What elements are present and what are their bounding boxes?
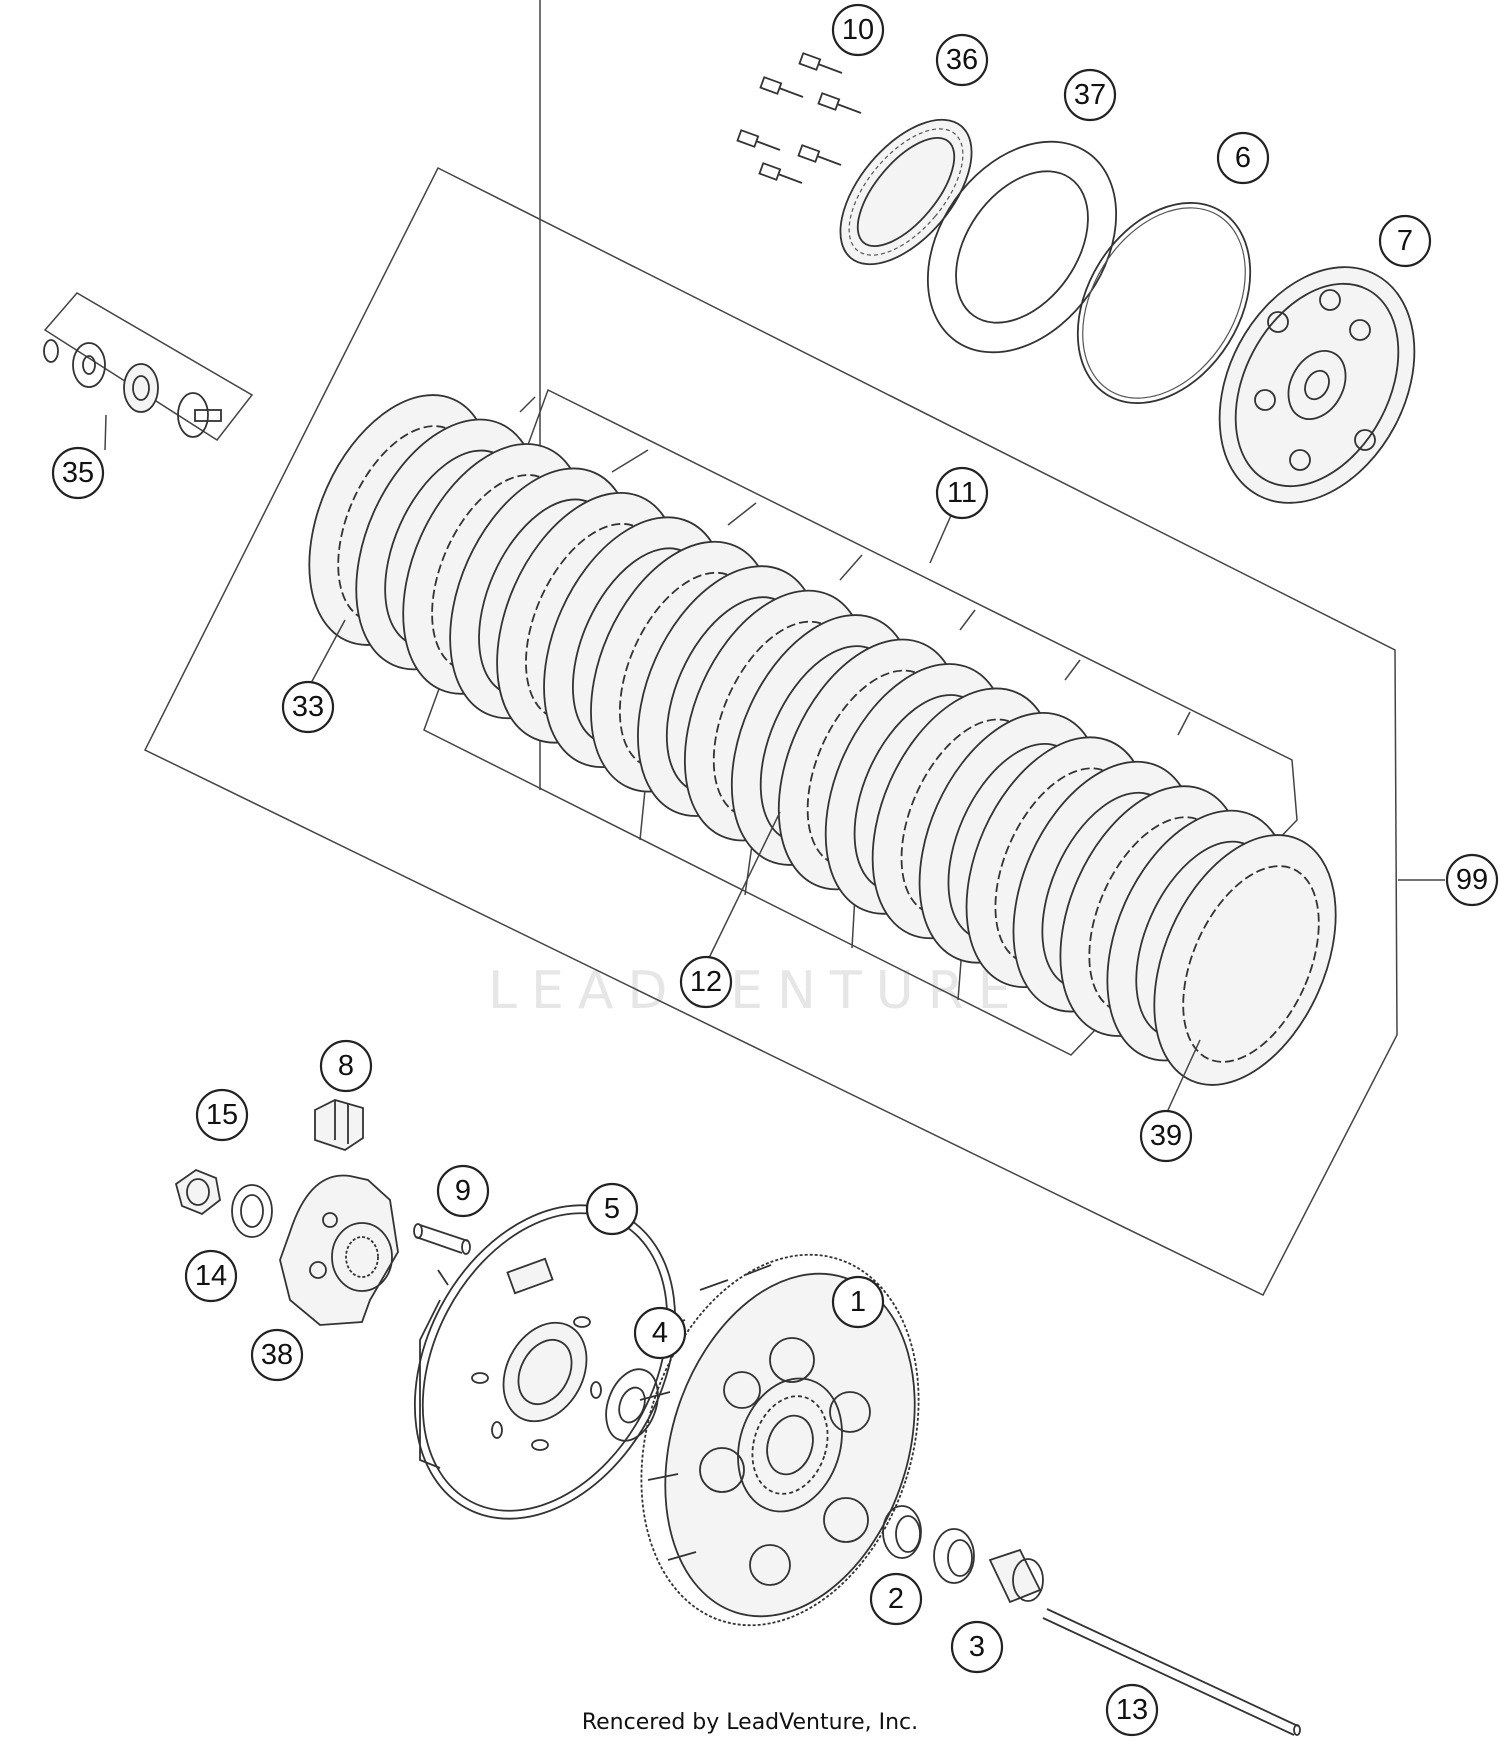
kit-35-parts: [43, 339, 222, 438]
svg-text:4: 4: [652, 1317, 668, 1349]
bushing-2: [882, 1505, 975, 1584]
callout-10: 10: [831, 3, 885, 57]
svg-text:33: 33: [292, 691, 324, 723]
callout-5: 5: [585, 1182, 639, 1236]
credit-line: Rencered by LeadVenture, Inc.: [581, 1710, 919, 1735]
callout-2: 2: [869, 1572, 923, 1626]
sleeve-3: [988, 1548, 1044, 1604]
svg-text:7: 7: [1397, 225, 1413, 257]
callout-99: 99: [1445, 853, 1499, 907]
bolts-10: [736, 52, 862, 184]
callout-13: 13: [1105, 1683, 1159, 1737]
svg-text:35: 35: [62, 457, 94, 489]
clutch-plates-stack: [308, 394, 1337, 1086]
svg-text:99: 99: [1456, 864, 1488, 896]
svg-text:11: 11: [947, 477, 977, 509]
washer-4: [605, 1368, 659, 1442]
pressure-plate-7: [1218, 266, 1416, 504]
pin-9: [413, 1223, 471, 1255]
clutch-plate-inner: [1182, 865, 1320, 1063]
leader-lines: [104, 414, 1445, 1111]
callout-11: 11: [935, 466, 989, 520]
inner-hub-5: [413, 1204, 677, 1520]
callout-35: 35: [51, 446, 105, 500]
thrust-bearing-36: [839, 118, 973, 266]
clutch-basket-1: [639, 1253, 920, 1627]
svg-text:1: 1: [850, 1286, 866, 1318]
callout-9: 9: [436, 1164, 490, 1218]
callout-7: 7: [1378, 214, 1432, 268]
callout-39: 39: [1139, 1109, 1193, 1163]
svg-text:8: 8: [338, 1050, 354, 1082]
ring-14: [231, 1184, 273, 1238]
svg-text:6: 6: [1235, 142, 1251, 174]
part-8-damper: [314, 1099, 364, 1151]
svg-text:2: 2: [888, 1583, 904, 1615]
ring-6: [1076, 202, 1252, 404]
callout-37: 37: [1063, 68, 1117, 122]
svg-text:36: 36: [946, 44, 978, 76]
part-38-carrier: [279, 1174, 399, 1326]
callout-36: 36: [935, 33, 989, 87]
callout-15: 15: [195, 1088, 249, 1142]
callout-12: 12: [679, 955, 733, 1009]
callout-14: 14: [184, 1249, 238, 1303]
svg-text:39: 39: [1150, 1120, 1182, 1152]
callout-6: 6: [1216, 131, 1270, 185]
svg-text:13: 13: [1116, 1694, 1148, 1726]
callout-8: 8: [319, 1039, 373, 1093]
push-rod-13: [1042, 1608, 1301, 1736]
svg-text:3: 3: [969, 1631, 985, 1663]
svg-text:14: 14: [195, 1260, 227, 1292]
svg-text:10: 10: [842, 14, 874, 46]
svg-text:37: 37: [1074, 79, 1106, 111]
callout-3: 3: [950, 1620, 1004, 1674]
callout-4: 4: [633, 1306, 687, 1360]
watermark: LEADVENTURE: [488, 961, 1025, 1021]
nut-15: [174, 1168, 221, 1216]
clutch-kit-frame: [143, 166, 1398, 1296]
svg-text:38: 38: [261, 1339, 293, 1371]
svg-text:9: 9: [455, 1175, 471, 1207]
kit-35-frame: [43, 292, 254, 442]
callout-33: 33: [281, 680, 335, 734]
svg-text:12: 12: [690, 966, 722, 998]
svg-text:5: 5: [604, 1193, 620, 1225]
callout-1: 1: [831, 1275, 885, 1329]
callout-38: 38: [250, 1328, 304, 1382]
clutch-plate: [1153, 834, 1337, 1086]
svg-text:15: 15: [206, 1099, 238, 1131]
